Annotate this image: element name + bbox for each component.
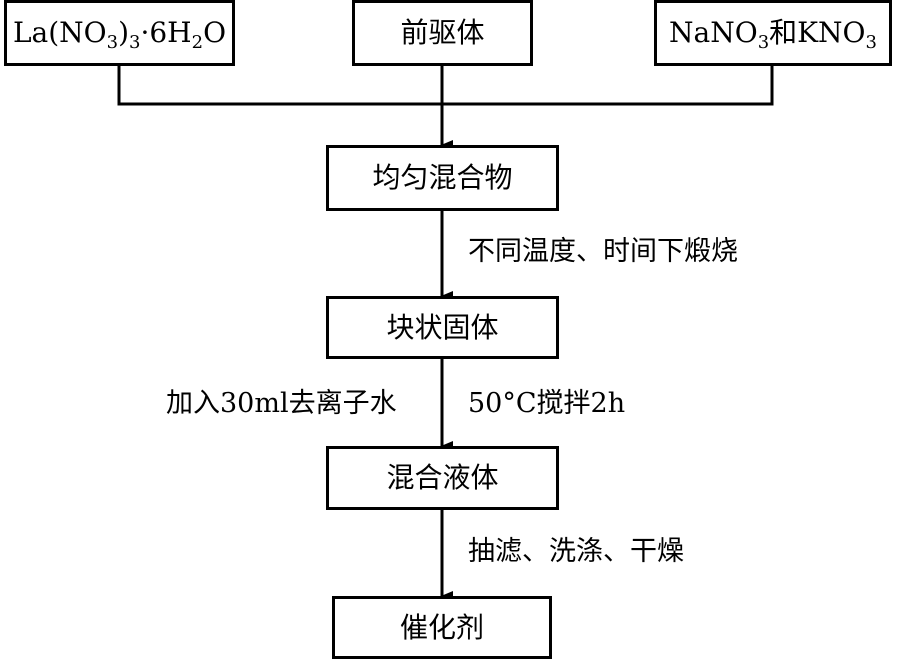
calcination-label: 不同温度、时间下煅烧	[468, 236, 738, 267]
add-water-label: 加入30ml去离子水	[166, 388, 397, 419]
catalyst-box: 催化剂	[332, 596, 552, 659]
salts-formula: NaNO3和KNO3	[669, 16, 877, 53]
block-solid-label: 块状固体	[386, 310, 499, 344]
precursor-label: 前驱体	[400, 16, 485, 49]
lanthanum-nitrate-formula: La(NO3)3·6H2O	[12, 16, 227, 53]
catalyst-label: 催化剂	[399, 610, 484, 644]
uniform-mixture-box: 均匀混合物	[326, 145, 559, 211]
filter-wash-dry-label: 抽滤、洗涤、干燥	[468, 536, 684, 567]
lanthanum-nitrate-box: La(NO3)3·6H2O	[4, 0, 235, 66]
stirring-label: 50°C搅拌2h	[468, 388, 626, 419]
precursor-box: 前驱体	[352, 0, 533, 66]
mixed-liquid-label: 混合液体	[386, 461, 499, 494]
salts-box: NaNO3和KNO3	[654, 0, 892, 66]
mixed-liquid-box: 混合液体	[326, 446, 559, 510]
uniform-mixture-label: 均匀混合物	[372, 161, 513, 194]
block-solid-box: 块状固体	[326, 296, 559, 359]
